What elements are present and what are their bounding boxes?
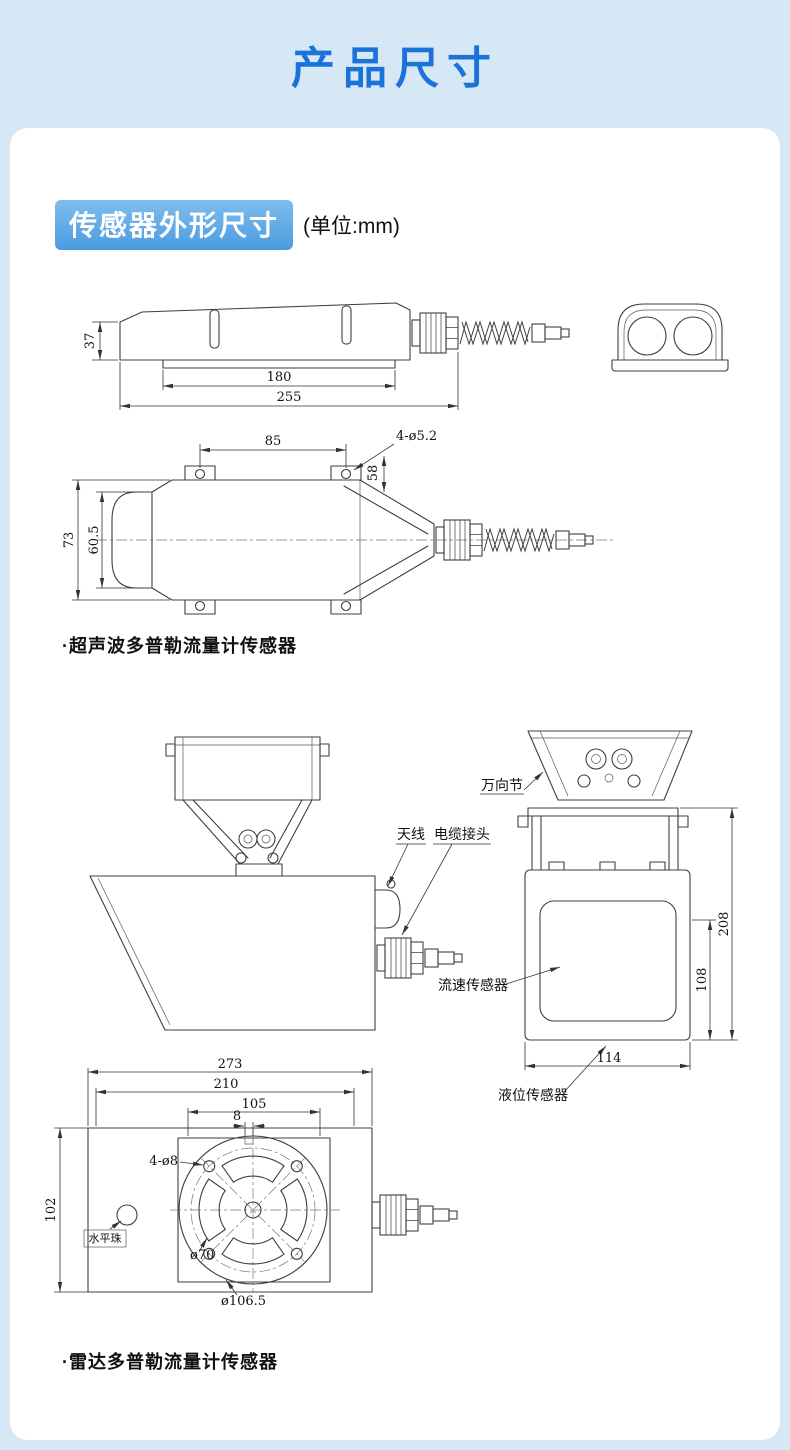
dim-73: 73 bbox=[62, 532, 77, 549]
section-title: 传感器外形尺寸 bbox=[55, 200, 294, 250]
dim-o70: ø70 bbox=[190, 1248, 214, 1263]
caption-radar-sensor: ·雷达多普勒流量计传感器 bbox=[62, 1352, 278, 1372]
dim-holes: 4-ø5.2 bbox=[396, 429, 437, 444]
dim-273: 273 bbox=[218, 1057, 243, 1072]
dim-180: 180 bbox=[267, 370, 292, 385]
section-header: 传感器外形尺寸 (单位:mm) bbox=[55, 200, 400, 250]
dim-255: 255 bbox=[277, 390, 302, 405]
dim-8: 8 bbox=[233, 1109, 241, 1124]
label-level-bubble: 水平珠 bbox=[89, 1231, 122, 1245]
dimensions bbox=[72, 443, 395, 601]
sensor-front-view bbox=[611, 303, 729, 372]
dim-114: 114 bbox=[597, 1051, 622, 1066]
radar-bottom-view-drawing: 273 210 105 8 4-ø8 102 水平珠 ø70 ø106.5 bbox=[44, 1057, 458, 1309]
dim-108: 108 bbox=[695, 968, 710, 993]
label-universal-joint: 万向节 bbox=[481, 778, 523, 794]
dim-58: 58 bbox=[366, 465, 381, 482]
label-antenna: 天线 bbox=[397, 827, 425, 843]
sensor-wedge-body bbox=[119, 302, 411, 369]
dim-4-o8: 4-ø8 bbox=[149, 1154, 178, 1169]
dim-60-5: 60.5 bbox=[87, 526, 102, 555]
dim-85: 85 bbox=[265, 434, 282, 449]
unit-label: (单位:mm) bbox=[303, 215, 400, 238]
sensor-top-body bbox=[111, 465, 435, 615]
dim-37: 37 bbox=[83, 333, 98, 350]
level-bubble-circle bbox=[116, 1204, 138, 1226]
page-title: 产品尺寸 bbox=[291, 44, 499, 93]
ultrasonic-side-view-drawing: 37 180 255 bbox=[83, 302, 729, 410]
radar-side-view bbox=[517, 730, 693, 1041]
content-card: 传感器外形尺寸 (单位:mm) bbox=[10, 128, 780, 1440]
dim-105: 105 bbox=[242, 1097, 267, 1112]
ultrasonic-top-view-drawing: 85 4-ø5.2 58 73 60.5 bbox=[62, 429, 616, 615]
leaders-and-dimensions bbox=[388, 772, 738, 1093]
dimensions bbox=[92, 321, 459, 410]
radar-front-view bbox=[89, 736, 463, 1031]
radar-views-drawing: 天线 电缆接头 万向节 流速传感器 液位传感器 208 108 114 bbox=[89, 730, 738, 1104]
dim-208: 208 bbox=[717, 912, 732, 937]
label-cable-connector: 电缆接头 bbox=[434, 826, 490, 843]
caption-ultrasonic-sensor: ·超声波多普勒流量计传感器 bbox=[62, 636, 297, 656]
radar-bottom-body bbox=[83, 1127, 458, 1293]
cable-gland-and-spring bbox=[411, 312, 570, 354]
label-level-sensor: 液位传感器 bbox=[498, 1087, 568, 1104]
dim-o106-5: ø106.5 bbox=[221, 1294, 266, 1309]
label-velocity-sensor: 流速传感器 bbox=[438, 977, 508, 994]
page-header: 产品尺寸 bbox=[0, 0, 790, 128]
dim-102: 102 bbox=[44, 1198, 59, 1223]
dimensions bbox=[54, 1068, 373, 1296]
dim-210: 210 bbox=[214, 1077, 239, 1092]
